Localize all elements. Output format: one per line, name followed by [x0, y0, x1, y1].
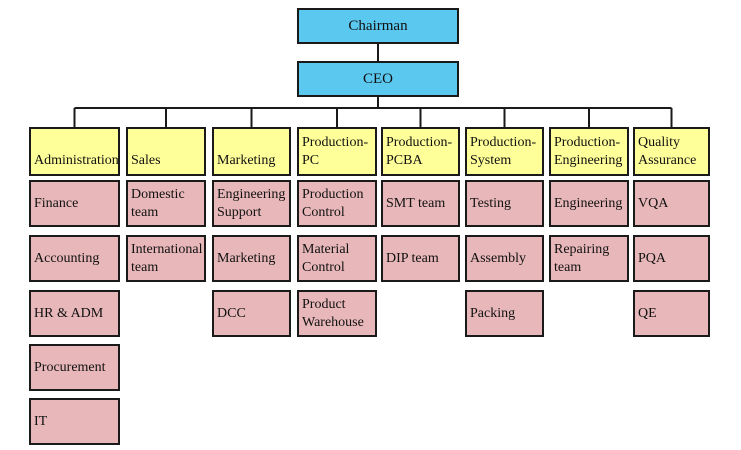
unit-label: Engineering [554, 195, 623, 211]
unit-label: Engineering [217, 187, 286, 202]
unit-label: Accounting [34, 250, 100, 266]
ceo-label: CEO [363, 71, 393, 87]
unit-box: Accounting [29, 235, 120, 282]
unit-label: Support [217, 205, 262, 220]
unit-box: DIP team [381, 235, 460, 282]
unit-box: Testing [465, 180, 544, 227]
chairman-label: Chairman [348, 18, 408, 34]
unit-label: Repairing [554, 242, 610, 257]
department-header: Sales [126, 127, 206, 176]
department-header: Production- System [465, 127, 544, 176]
unit-box: PQA [633, 235, 710, 282]
unit-box: Assembly [465, 235, 544, 282]
unit-label: IT [34, 413, 48, 429]
department-label: Administration [34, 153, 119, 168]
department-label: Assurance [638, 153, 697, 168]
department-label: Production- [302, 135, 369, 150]
unit-label: team [554, 260, 582, 275]
unit-box: SMT team [381, 180, 460, 227]
department-label: System [470, 153, 512, 168]
department-label: Engineering [554, 153, 623, 168]
department-header: Marketing [212, 127, 291, 176]
department-label: Quality [638, 135, 680, 150]
chairman-box: Chairman [297, 8, 459, 44]
unit-label: Warehouse [302, 315, 364, 330]
unit-label: team [131, 260, 159, 275]
unit-box: IT [29, 398, 120, 445]
unit-label: SMT team [386, 195, 446, 211]
unit-box: International team [126, 235, 206, 282]
unit-label: team [131, 205, 159, 220]
unit-box: QE [633, 290, 710, 337]
unit-label: DIP team [386, 250, 439, 266]
unit-box: Finance [29, 180, 120, 227]
department-label: PCBA [386, 153, 423, 168]
unit-box: Domestic team [126, 180, 206, 227]
unit-label: Finance [34, 195, 79, 211]
unit-label: Material [302, 242, 350, 257]
department-label: Production- [386, 135, 453, 150]
unit-box: Engineering [549, 180, 629, 227]
unit-box: Repairing team [549, 235, 629, 282]
department-header: Production- PCBA [381, 127, 460, 176]
unit-label: Marketing [217, 250, 276, 266]
unit-label: Control [302, 205, 345, 220]
unit-label: Product [302, 297, 346, 312]
unit-box: Marketing [212, 235, 291, 282]
unit-label: Testing [470, 195, 512, 211]
unit-label: DCC [217, 305, 246, 321]
unit-label: QE [638, 305, 657, 321]
department-label: Production- [470, 135, 537, 150]
unit-label: Control [302, 260, 345, 275]
unit-box: Packing [465, 290, 544, 337]
department-header: Production- PC [297, 127, 377, 176]
department-label: PC [302, 153, 320, 168]
department-label: Sales [131, 153, 161, 168]
unit-label: VQA [638, 195, 669, 211]
unit-label: Domestic [131, 187, 185, 202]
ceo-box: CEO [297, 61, 459, 97]
department-header: Production- Engineering [549, 127, 629, 176]
department-header: Administration [29, 127, 120, 176]
unit-box: VQA [633, 180, 710, 227]
unit-box: HR & ADM [29, 290, 120, 337]
unit-box: Procurement [29, 344, 120, 391]
unit-label: International [131, 242, 203, 257]
unit-label: PQA [638, 250, 667, 266]
unit-label: Procurement [34, 359, 106, 375]
department-label: Production- [554, 135, 621, 150]
unit-box: DCC [212, 290, 291, 337]
unit-label: HR & ADM [34, 305, 104, 321]
unit-label: Production [302, 187, 364, 202]
unit-label: Assembly [470, 250, 526, 266]
unit-label: Packing [470, 305, 516, 321]
department-label: Marketing [217, 153, 276, 168]
